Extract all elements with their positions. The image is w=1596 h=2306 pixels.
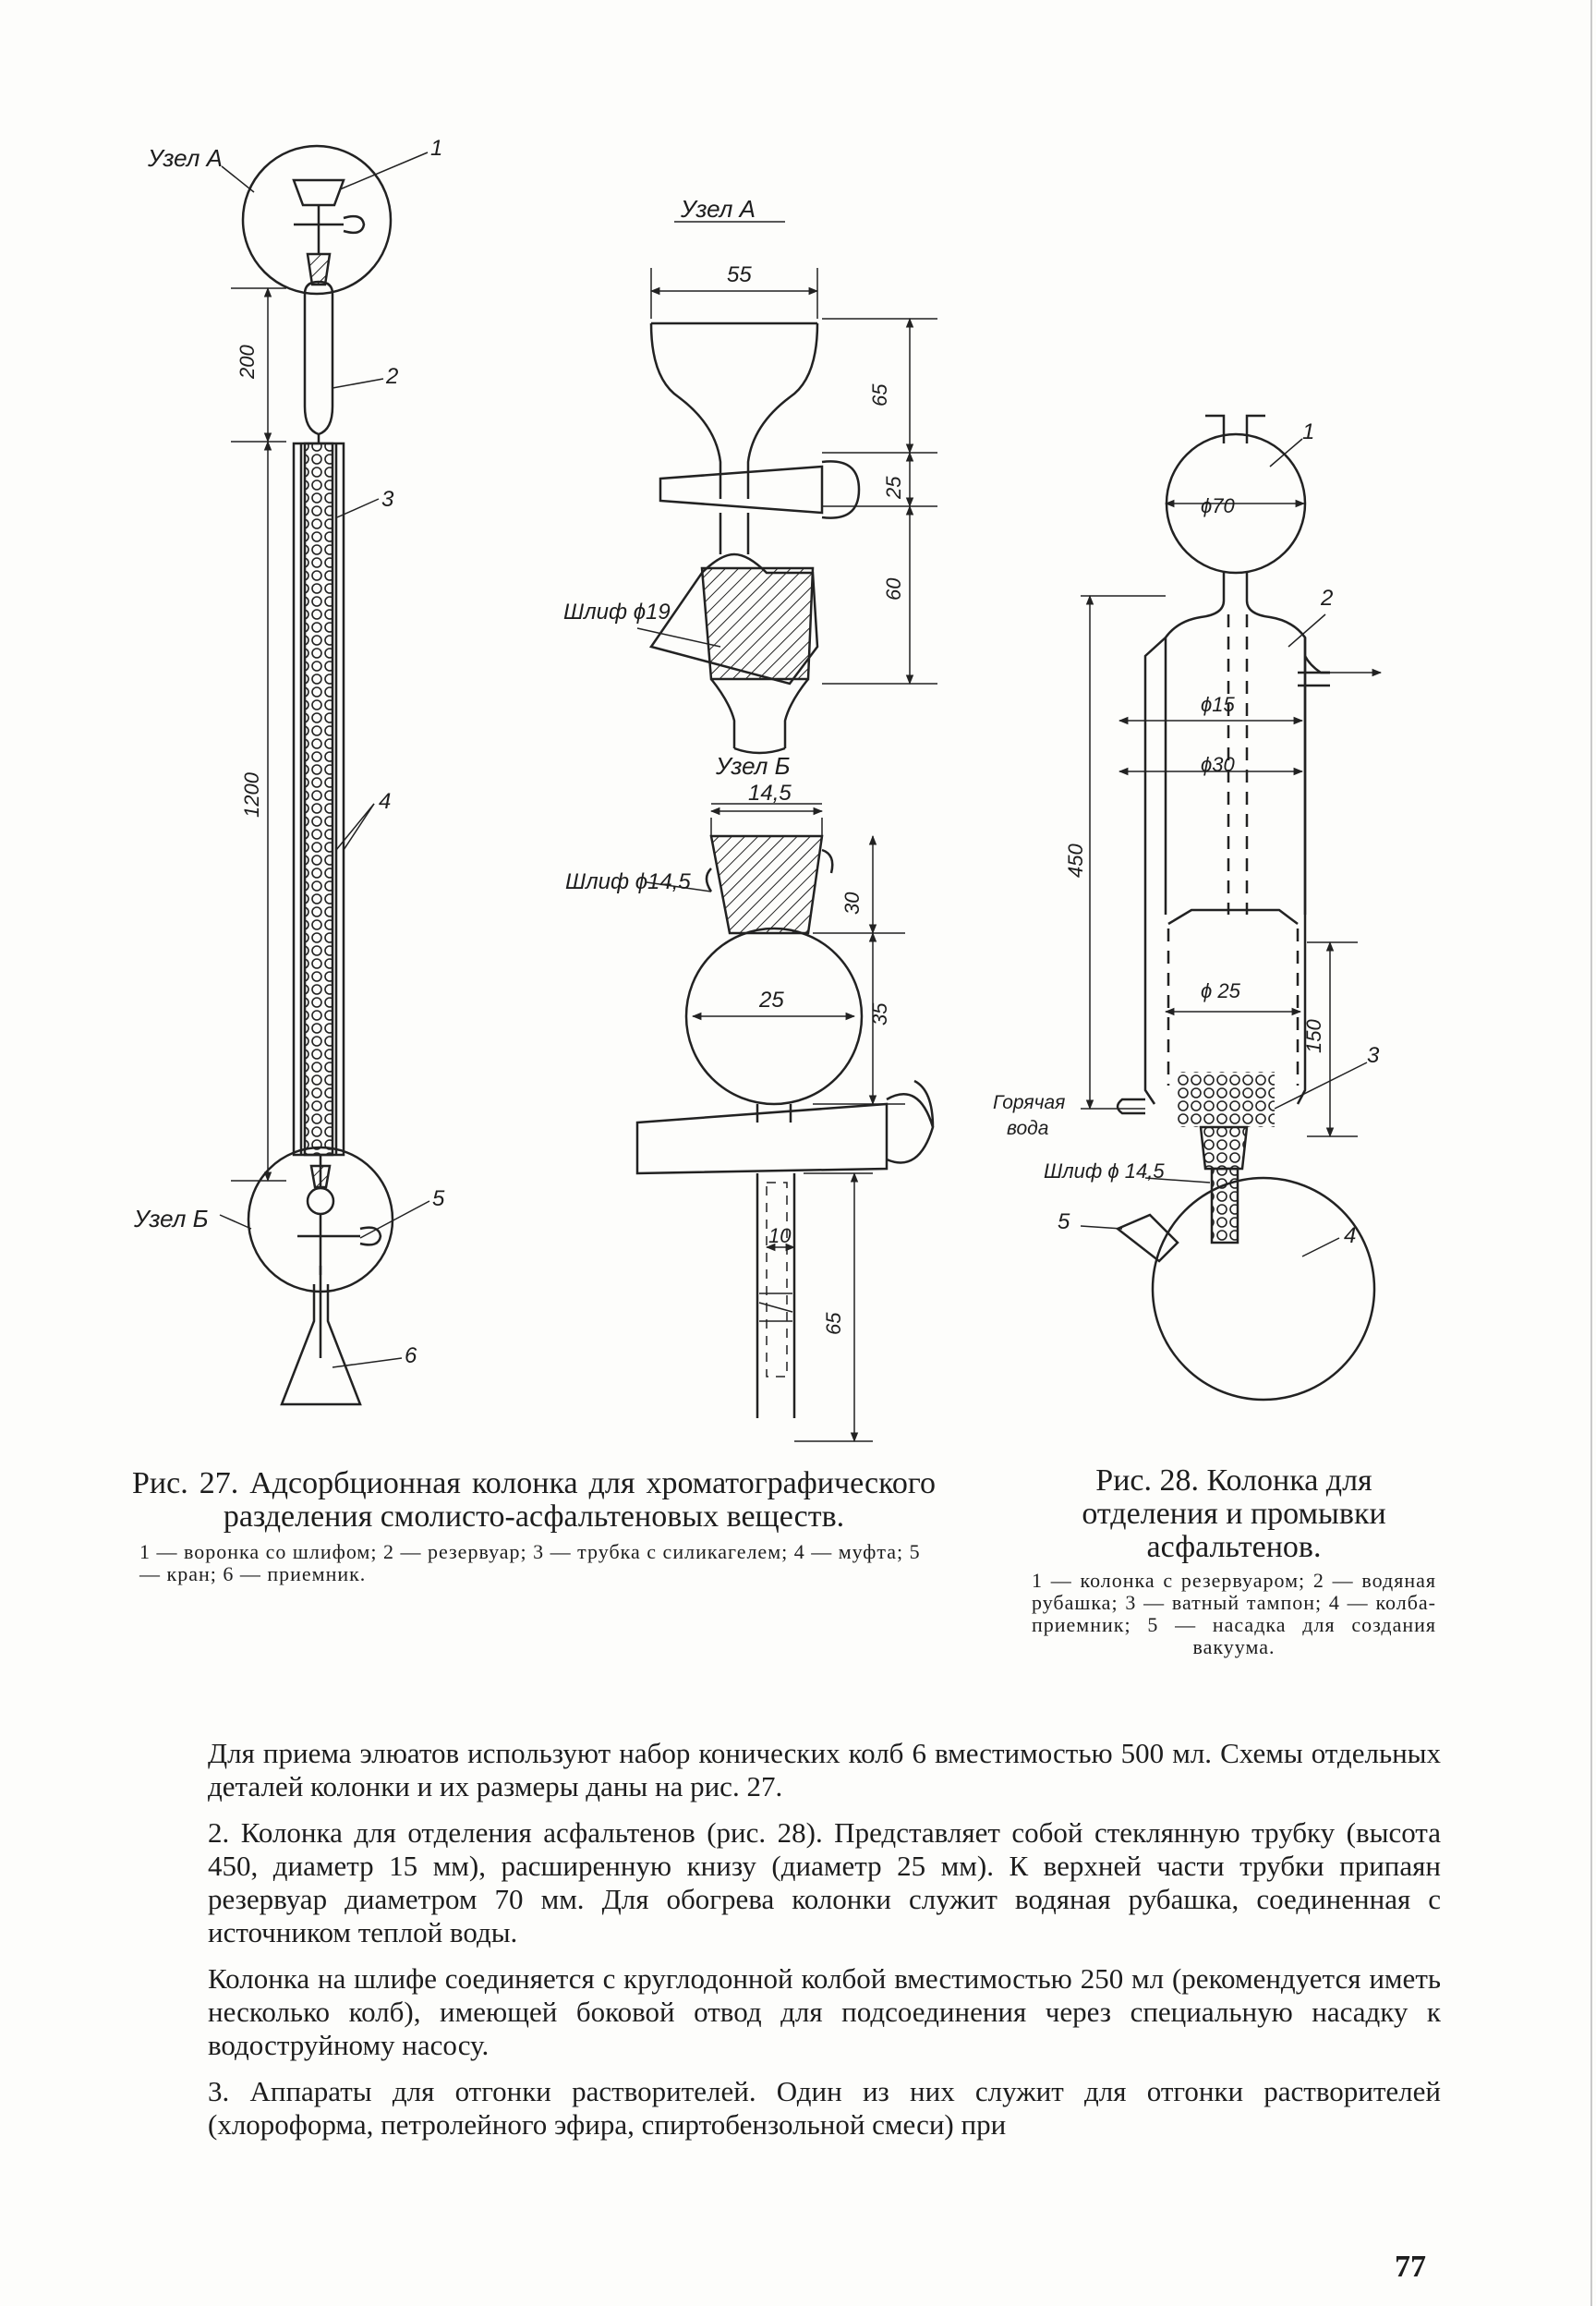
fig28-phi25: ϕ 25 bbox=[1201, 979, 1241, 1002]
detail-b-dim-65: 65 bbox=[822, 1312, 845, 1335]
detail-a-dim-60: 60 bbox=[882, 577, 905, 601]
fig28-phi70: ϕ70 bbox=[1201, 494, 1235, 517]
fig27-num-3: 3 bbox=[381, 487, 394, 512]
fig28-hot-water-1: Горячая bbox=[993, 1092, 1065, 1113]
detail-a-drawing bbox=[636, 221, 937, 755]
fig28-dim-450: 450 bbox=[1064, 844, 1087, 878]
detail-b-dim-25: 25 bbox=[758, 988, 784, 1013]
fig27-node-a-label: Узел А bbox=[147, 144, 223, 172]
paragraph-2: 2. Колонка для отделения асфальтенов (ри… bbox=[208, 1816, 1441, 1948]
fig27-num-1: 1 bbox=[430, 136, 442, 161]
detail-a-title: Узел А bbox=[680, 195, 756, 223]
detail-b-drawing bbox=[635, 803, 935, 1443]
fig28-dim-150: 150 bbox=[1302, 1019, 1325, 1053]
detail-b-title: Узел Б bbox=[715, 752, 791, 780]
figure-28-legend: 1 — колонка с резервуаром; 2 — водяная р… bbox=[1032, 1569, 1436, 1658]
fig28-phi15: ϕ15 bbox=[1201, 693, 1235, 716]
fig27-num-2: 2 bbox=[385, 364, 398, 389]
node-a-circle bbox=[241, 144, 393, 296]
detail-b-dim-35: 35 bbox=[868, 1002, 891, 1026]
fig28-ground-joint: Шлиф ϕ 14,5 bbox=[1044, 1159, 1165, 1183]
paragraph-3: Колонка на шлифе соединяется с круглодон… bbox=[208, 1962, 1441, 2061]
fig28-num-3: 3 bbox=[1367, 1043, 1380, 1068]
body-text: Для приема элюатов используют набор кони… bbox=[208, 1737, 1441, 2142]
figure-27-title: Рис. 27. Адсорбционная колонка для хрома… bbox=[132, 1466, 936, 1534]
figure-28-drawing bbox=[1080, 414, 1383, 1402]
page-edge-rule bbox=[1590, 0, 1592, 2306]
fig28-phi30: ϕ30 bbox=[1201, 753, 1235, 776]
fig28-hot-water-2: вода bbox=[1007, 1118, 1048, 1139]
figure-27-legend: 1 — воронка со шлифом; 2 — резервуар; 3 … bbox=[139, 1540, 921, 1585]
fig28-num-1: 1 bbox=[1302, 419, 1314, 444]
fig27-node-b-label: Узел Б bbox=[133, 1205, 209, 1232]
fig28-num-4: 4 bbox=[1344, 1223, 1356, 1248]
page-number: 77 bbox=[1395, 2250, 1426, 2284]
fig27-num-4: 4 bbox=[379, 789, 391, 814]
fig28-num-5: 5 bbox=[1058, 1209, 1070, 1234]
fig27-num-5: 5 bbox=[432, 1186, 445, 1211]
detail-a-dim-55: 55 bbox=[727, 262, 752, 287]
figure-28-title: Рис. 28. Колонка для отделения и промывк… bbox=[1082, 1463, 1386, 1564]
fig27-dim-200: 200 bbox=[236, 345, 259, 380]
detail-b-dim-30: 30 bbox=[840, 892, 864, 915]
figure-28-caption: Рис. 28. Колонка для отделения и промывк… bbox=[1032, 1464, 1436, 1658]
fig27-dim-1200: 1200 bbox=[240, 771, 263, 818]
figure-27-caption: Рис. 27. Адсорбционная колонка для хрома… bbox=[132, 1467, 936, 1585]
detail-b-dim-14-5: 14,5 bbox=[748, 781, 792, 806]
fig28-num-2: 2 bbox=[1320, 586, 1333, 611]
paragraph-1: Для приема элюатов используют набор кони… bbox=[208, 1737, 1441, 1802]
figure-27-column bbox=[219, 144, 430, 1406]
detail-a-ground-joint: Шлиф ϕ19 bbox=[563, 600, 671, 625]
detail-a-dim-25: 25 bbox=[882, 476, 905, 500]
detail-b-dim-10: 10 bbox=[768, 1224, 792, 1247]
fig27-num-6: 6 bbox=[405, 1343, 417, 1368]
detail-b-ground-joint: Шлиф ϕ14,5 bbox=[565, 869, 691, 894]
paragraph-4: 3. Аппараты для отгонки растворителей. О… bbox=[208, 2075, 1441, 2141]
detail-a-dim-65: 65 bbox=[868, 383, 891, 407]
